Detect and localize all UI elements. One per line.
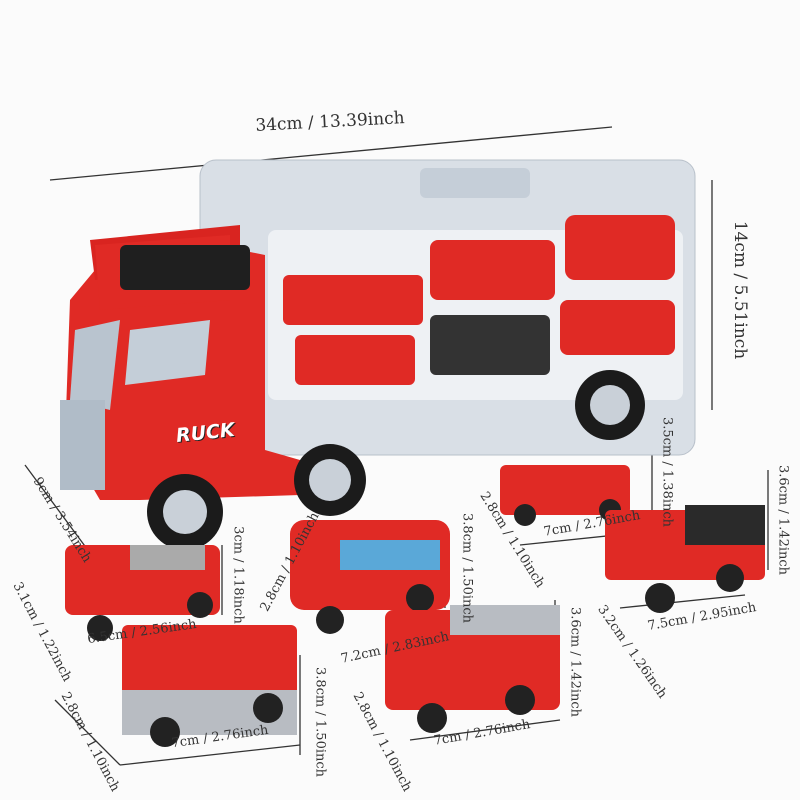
tanker-truck: [605, 505, 765, 613]
fire-engine: [122, 625, 297, 747]
stored-vehicles: [283, 215, 675, 385]
dimension-label: 3.6cm / 1.42inch: [567, 606, 583, 718]
rescue-truck: [385, 605, 560, 733]
van: [290, 520, 450, 634]
dimension-label: 3.8cm / 1.50inch: [312, 666, 328, 778]
height-label: 14cm / 5.51inch: [730, 220, 750, 360]
loose-vehicles: [65, 465, 765, 747]
jeep: [65, 545, 220, 641]
dimension-label: 3.5cm / 1.38inch: [659, 416, 675, 528]
dimension-label: 3cm / 1.18inch: [230, 526, 246, 624]
dimension-label: 3.8cm / 1.50inch: [459, 512, 475, 624]
dimension-label: 3.6cm / 1.42inch: [775, 464, 791, 576]
